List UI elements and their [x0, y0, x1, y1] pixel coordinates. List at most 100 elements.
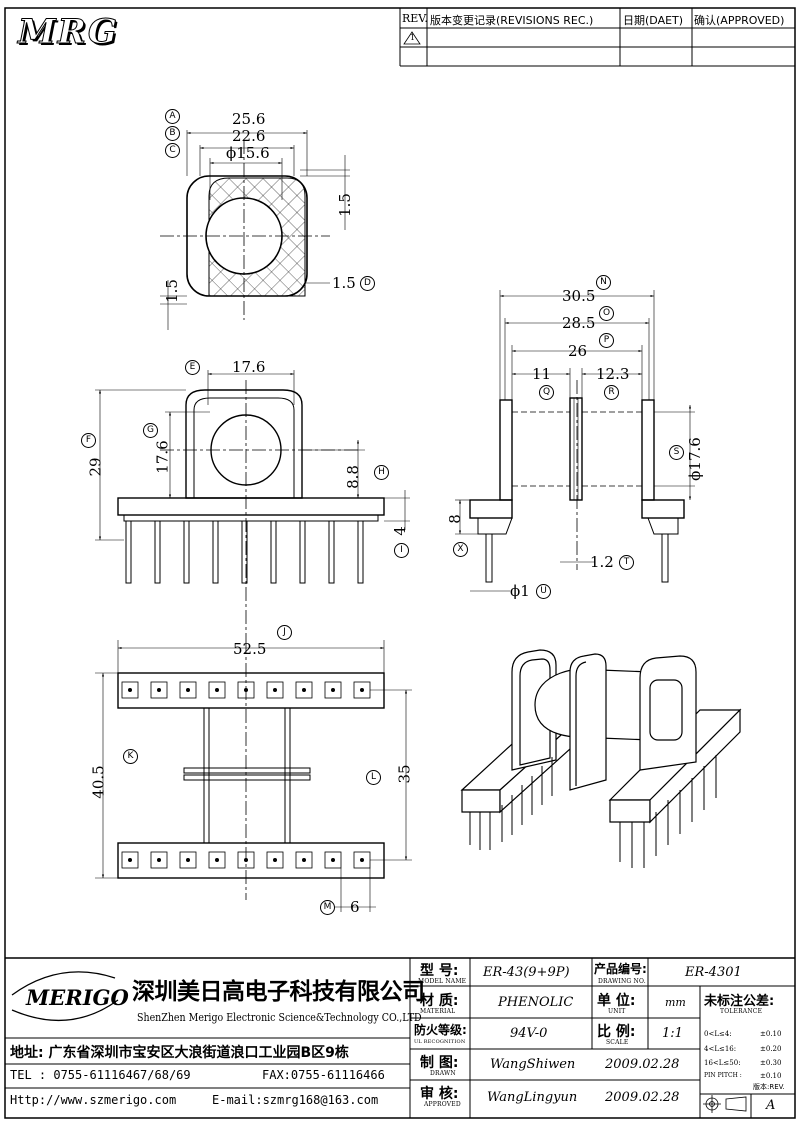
tolerance-range-2: 4<L≤16: — [704, 1045, 737, 1053]
marker-b: B — [165, 126, 180, 141]
marker-d: D — [360, 276, 375, 291]
unit-value: mm — [665, 996, 686, 1009]
marker-s: S — [669, 445, 684, 460]
marker-m: M — [320, 900, 335, 915]
dim-left-offset: 1.5 — [162, 279, 181, 303]
iso-pins — [469, 755, 717, 868]
dim-J-value: 52.5 — [233, 640, 267, 658]
rev-header-date: 日期(DAET) — [623, 14, 684, 27]
marker-a: A — [165, 109, 180, 124]
dim-top-offset: 1.5 — [335, 193, 354, 217]
dim-R-value: 12.3 — [596, 365, 630, 383]
company-email: E-mail:szmrg168@163.com — [212, 1093, 379, 1107]
company-name-cn: 深圳美日高电子科技有限公司 — [132, 979, 425, 1005]
projection-symbol-icon — [703, 1095, 747, 1113]
side-view — [455, 290, 695, 592]
drawing-no-label-en: DRAWING NO. — [598, 978, 646, 985]
bottom-view — [95, 640, 412, 912]
marker-q: Q — [539, 385, 554, 400]
drawn-label-en: DRAWN — [430, 1070, 456, 1077]
rev-row-1-number: 1 — [410, 33, 416, 42]
version-label: 版本:REV. — [753, 1083, 785, 1091]
logo-swoosh — [11, 971, 119, 1021]
version-value: A — [766, 1098, 776, 1113]
drawn-date: 2009.02.28 — [605, 1057, 680, 1072]
unit-label-en: UNIT — [608, 1008, 626, 1015]
revision-triangle-icon — [403, 31, 421, 45]
dim-U-value: ϕ1 — [510, 582, 530, 600]
marker-r: R — [604, 385, 619, 400]
marker-f: F — [81, 433, 96, 448]
material-label: 材 质: — [420, 993, 459, 1009]
marker-j: J — [277, 625, 292, 640]
scale-label: 比 例: — [597, 1024, 636, 1040]
dim-D-value: 1.5 — [332, 274, 356, 292]
ul-value: 94V-0 — [510, 1026, 548, 1041]
marker-i: I — [394, 543, 409, 558]
bottom-pin-pads-bottom — [121, 851, 371, 869]
tolerance-value-4: ±0.10 — [760, 1072, 782, 1080]
marker-e: E — [185, 360, 200, 375]
tolerance-title: 未标注公差: — [704, 994, 775, 1009]
model-value: ER-43(9+9P) — [483, 965, 570, 980]
company-tel: TEL : 0755-61116467/68/69 — [10, 1068, 191, 1082]
company-name-en: ShenZhen Merigo Electronic Science&Techn… — [137, 1011, 422, 1024]
dim-I-value: 4 — [390, 526, 409, 536]
marker-k: K — [123, 749, 138, 764]
marker-p: P — [599, 333, 614, 348]
isometric-view — [460, 649, 742, 868]
dim-Q-value: 11 — [532, 365, 552, 383]
dim-T-value: 1.2 — [590, 553, 614, 571]
top-view — [160, 130, 350, 330]
marker-h: H — [374, 465, 389, 480]
ul-label: 防火等级: — [414, 1023, 467, 1037]
tolerance-range-3: 16<L≤50: — [704, 1059, 741, 1067]
ul-label-en: UL RECOGNITION — [414, 1039, 466, 1045]
tolerance-range-1: 0<L≤4: — [704, 1030, 732, 1038]
dim-L-value: 35 — [395, 764, 414, 784]
rev-header-approved: 确认(APPROVED) — [694, 14, 785, 27]
drawing-no-label: 产品编号: — [594, 962, 647, 976]
rev-header-records: 版本变更记录(REVISIONS REC.) — [430, 14, 594, 27]
drawn-label: 制 图: — [420, 1055, 459, 1071]
mrg-logo: MRG — [18, 12, 119, 53]
dim-H-value: 8.8 — [343, 465, 362, 489]
marker-l: L — [366, 770, 381, 785]
front-pins — [125, 520, 364, 584]
approved-value: WangLingyun — [487, 1090, 578, 1105]
dim-C-value: ϕ15.6 — [226, 144, 270, 162]
dim-O-value: 28.5 — [562, 314, 596, 332]
dim-K-value: 40.5 — [89, 765, 108, 799]
drawing-border — [4, 7, 796, 1119]
marker-x: X — [453, 542, 468, 557]
marker-u: U — [536, 584, 551, 599]
tolerance-value-1: ±0.10 — [760, 1030, 782, 1038]
material-label-en: MATERIAL — [420, 1008, 456, 1015]
approved-label: 审 核: — [420, 1086, 459, 1102]
dim-N-value: 30.5 — [562, 287, 596, 305]
company-fax: FAX:0755-61116466 — [262, 1068, 385, 1082]
dim-B-value: 22.6 — [232, 127, 266, 145]
dim-S-value: ϕ17.6 — [685, 437, 704, 481]
tolerance-value-3: ±0.30 — [760, 1059, 782, 1067]
scale-value: 1:1 — [662, 1026, 683, 1041]
tolerance-value-2: ±0.20 — [760, 1045, 782, 1053]
drawing-no-value: ER-4301 — [685, 965, 742, 980]
approved-date: 2009.02.28 — [605, 1090, 680, 1105]
merigo-logo: MERIGO — [26, 985, 129, 1010]
scale-label-en: SCALE — [606, 1039, 629, 1046]
marker-o: O — [599, 306, 614, 321]
front-view — [95, 370, 410, 640]
marker-n: N — [596, 275, 611, 290]
dim-G-value: 17.6 — [153, 440, 172, 474]
unit-label: 单 位: — [597, 993, 636, 1009]
marker-g: G — [143, 423, 158, 438]
pin-dots — [128, 688, 364, 862]
rev-header-rev: REV. — [402, 12, 428, 25]
model-label-en: MODEL NAME — [418, 978, 467, 985]
dim-E-value: 17.6 — [232, 358, 266, 376]
material-value: PHENOLIC — [498, 995, 574, 1010]
dim-P-value: 26 — [568, 342, 588, 360]
model-label: 型 号: — [420, 963, 459, 979]
